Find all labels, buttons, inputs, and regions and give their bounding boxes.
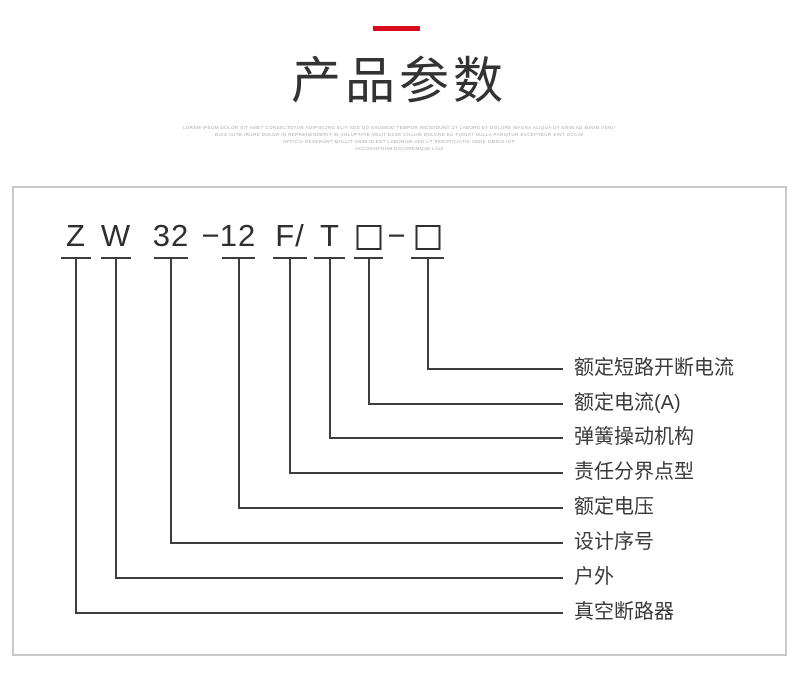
code-char-t: T (320, 218, 340, 253)
label-demarcation-point-type: 责任分界点型 (574, 461, 694, 483)
connector-hline (238, 507, 563, 509)
connector-hline (75, 612, 563, 614)
code-char-12: 12 (219, 218, 257, 253)
label-design-serial-number: 设计序号 (574, 531, 654, 553)
fine-print-line: LOREM IPSUM DOLOR SIT AMET CONSECTETUR A… (183, 125, 615, 130)
page-title: 产品参数 (291, 53, 507, 109)
fine-print-line: DUIS AUTE IRURE DOLOR IN REPREHENDERIT I… (215, 132, 583, 137)
red-accent-dash (373, 26, 420, 31)
placeholder-box-rated-current (356, 225, 382, 250)
connector-vline (75, 257, 77, 614)
label-rated-voltage: 额定电压 (574, 496, 654, 518)
code-char-z: Z (66, 218, 86, 253)
connector-hline (115, 577, 563, 579)
connector-hline (170, 542, 563, 544)
model-designation-panel: Z W 32 − 12 F/ T − (12, 186, 787, 656)
connector-vline (115, 257, 117, 579)
label-outdoor: 户外 (574, 566, 614, 588)
code-char-f-slash: F/ (275, 218, 305, 253)
label-rated-short-circuit-breaking-current: 额定短路开断电流 (574, 357, 734, 379)
fine-print-block: LOREM IPSUM DOLOR SIT AMET CONSECTETUR A… (0, 124, 798, 152)
code-char-w: W (100, 218, 132, 253)
connector-hline (329, 437, 563, 439)
connector-hline (427, 368, 563, 370)
code-dash-1: − (201, 218, 221, 253)
connector-vline (427, 257, 429, 370)
connector-vline (289, 257, 291, 474)
connector-hline (368, 403, 563, 405)
connector-vline (170, 257, 172, 544)
connector-vline (238, 257, 240, 509)
label-spring-operating-mechanism: 弹簧操动机构 (574, 426, 694, 448)
connector-vline (368, 257, 370, 405)
placeholder-box-breaking-current (415, 225, 441, 250)
connector-hline (289, 472, 563, 474)
label-vacuum-circuit-breaker: 真空断路器 (574, 601, 674, 623)
fine-print-line: ACCUSANTIUM DOLOREMQUE LAUDANTIUM TOTAM (355, 146, 443, 151)
connector-vline (329, 257, 331, 439)
fine-print-line: OFFICIA DESERUNT MOLLIT ANIM ID EST LABO… (283, 139, 515, 144)
code-char-32: 32 (152, 218, 190, 253)
code-dash-2: − (387, 218, 407, 253)
label-rated-current: 额定电流(A) (574, 392, 681, 414)
